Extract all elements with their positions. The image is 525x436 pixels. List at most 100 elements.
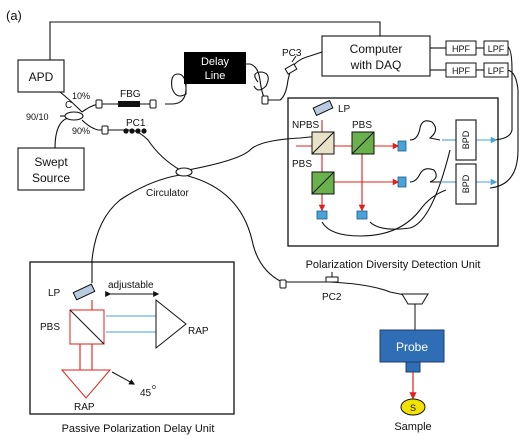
delay-pbs-label: PBS: [40, 322, 60, 333]
pc2-label: PC2: [322, 292, 342, 303]
lpf-box-2: [483, 62, 509, 78]
fiber-swept: [54, 117, 69, 149]
collimator: [397, 140, 407, 152]
probe-tip: [405, 361, 421, 373]
npbs-diagonal: [311, 131, 335, 155]
apd-to-computer-cable: [49, 21, 381, 60]
npbs-label: NPBS: [292, 120, 320, 131]
det-lp-element: [312, 99, 334, 117]
coupler-symbol: [64, 111, 84, 121]
det-fiber-low2: [369, 149, 451, 230]
hpf-box-1: [445, 40, 477, 56]
det-collimators: [316, 140, 407, 220]
fiber-circ-to-detect: [187, 135, 321, 171]
apd-label: APD: [29, 70, 54, 84]
hpf-box-2: [445, 62, 477, 78]
apd-block: [17, 59, 65, 93]
angle-label: 45: [140, 388, 152, 399]
pct-10-label: 10%: [72, 91, 90, 101]
delay-unit-title: Passive Polarization Delay Unit: [62, 423, 215, 435]
delay-lp-label: LP: [48, 288, 61, 299]
delay-line-block: [184, 52, 246, 84]
fbg-element: [118, 101, 140, 107]
bpd-label-1: BPD: [461, 130, 471, 149]
rap-bottom-label: RAP: [74, 402, 95, 413]
connector: [95, 99, 103, 109]
ratio-label: 90/10: [26, 112, 49, 122]
pc1-label: PC1: [126, 118, 146, 129]
det-fiber-top: [409, 120, 441, 141]
detection-unit-box: [287, 97, 499, 247]
fiber-apd: [59, 91, 83, 113]
connector: [261, 95, 269, 105]
connector: [101, 125, 109, 135]
collimator: [356, 210, 368, 220]
connector: [279, 279, 287, 289]
swept-source-block: [17, 147, 85, 191]
rap-right-label: RAP: [188, 326, 209, 337]
swept-label-2: Source: [32, 171, 70, 185]
cable-bpd1: [489, 45, 513, 141]
figure-label: (a): [6, 8, 22, 23]
fiber-paths: [49, 21, 519, 297]
det-fiber-mid: [409, 168, 440, 183]
pc3-controller: [284, 55, 298, 75]
connector: [149, 99, 157, 109]
det-fiber-low1: [321, 189, 447, 237]
bpd-label-2: BPD: [461, 174, 471, 193]
pbs-label-top: PBS: [352, 120, 372, 131]
angle-unit: o: [152, 384, 156, 391]
pct-90-label: 90%: [72, 126, 90, 136]
computer-block: [321, 35, 431, 77]
rap-bottom: [60, 369, 112, 399]
sample-disk: [400, 398, 426, 416]
fiber-delay-out: [238, 63, 291, 101]
fiber-connectors: [95, 95, 287, 289]
collimator: [397, 176, 407, 188]
circulator-symbol: [175, 167, 193, 177]
fiber-circ-to-delay: [91, 174, 181, 283]
probe-block: [379, 329, 445, 363]
fiber-loop-2: [253, 71, 269, 91]
filter-bank: HPF LPF HPF LPF: [445, 40, 509, 78]
lpf-label-1: LPF: [488, 44, 505, 54]
detection-unit-title: Polarization Diversity Detection Unit: [306, 259, 481, 271]
hpf-label-1: HPF: [452, 44, 471, 54]
collimator: [316, 210, 328, 220]
delay-pbs-diagonal: [69, 309, 105, 345]
fiber-fbg-loop: [165, 64, 187, 105]
delay-label-1: Delay: [201, 56, 230, 68]
pc1-controller: [123, 128, 147, 134]
delay-unit-box: [29, 261, 235, 415]
probe-head: [401, 293, 429, 305]
sample-symbol: S: [410, 403, 416, 413]
delay-label-2: Line: [205, 70, 226, 82]
cable-bpd2: [489, 69, 519, 189]
det-beams: [296, 120, 498, 212]
adjustable-label: adjustable: [108, 280, 154, 291]
fiber-circ-to-probe: [187, 175, 411, 297]
lpf-label-2: LPF: [488, 66, 505, 76]
circulator-label: Circulator: [146, 188, 189, 199]
computer-label-1: Computer: [350, 42, 403, 56]
rap-right: [155, 298, 187, 350]
coupler-label: C: [65, 100, 72, 111]
bpd-box-1: [455, 119, 477, 161]
angle-arrow: [111, 371, 136, 385]
swept-label-1: Swept: [34, 155, 68, 169]
det-lp-label: LP: [338, 104, 351, 115]
fbg-label: FBG: [120, 89, 141, 100]
pc3-label: PC3: [282, 48, 302, 59]
pbs-label-low: PBS: [292, 159, 312, 170]
sample-label: Sample: [394, 421, 431, 433]
pbs-diagonal: [311, 171, 335, 195]
hpf-label-2: HPF: [452, 66, 471, 76]
pc2-controller: [325, 272, 339, 283]
lpf-box-1: [483, 40, 509, 56]
pbs-diagonal: [351, 131, 375, 155]
probe-label: Probe: [396, 340, 428, 354]
bpd-box-2: [455, 163, 477, 205]
delay-lp-element: [72, 283, 96, 301]
